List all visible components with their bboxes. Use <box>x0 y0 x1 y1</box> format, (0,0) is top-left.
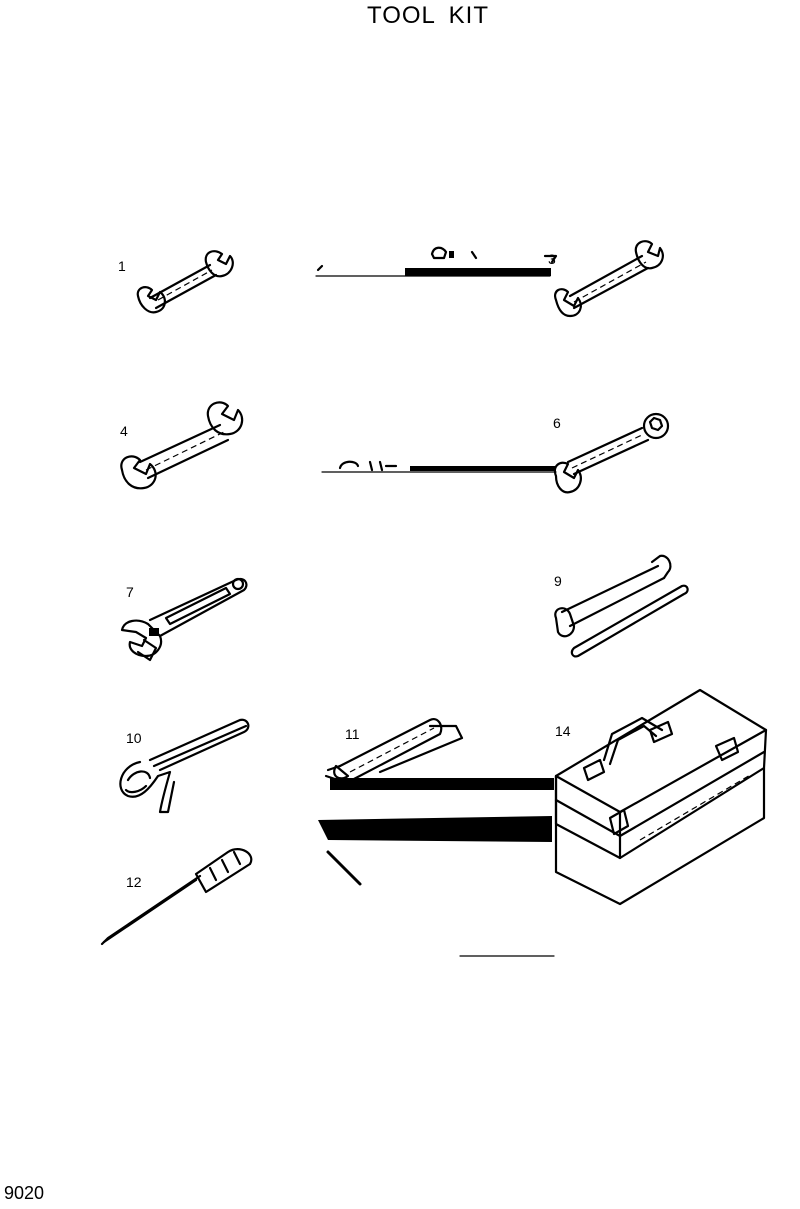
grease-gun-icon <box>324 718 554 790</box>
item-number-1: 1 <box>118 258 126 274</box>
item-number-7: 7 <box>126 584 134 600</box>
strap-wrench-icon <box>119 718 250 814</box>
adjustable-wrench-icon <box>120 577 248 662</box>
item-number-4: 4 <box>120 423 128 439</box>
item-number-9: 9 <box>554 573 562 589</box>
double-open-end-wrench-icon <box>554 240 664 318</box>
scan-artifact <box>321 460 557 473</box>
item-number-12: 12 <box>126 874 142 890</box>
page-code: 9020 <box>4 1183 45 1203</box>
scan-artifact <box>318 816 555 957</box>
screwdriver-icon <box>100 848 253 946</box>
combination-wrench-icon <box>553 412 670 494</box>
double-open-end-wrench-icon <box>136 250 234 314</box>
tool-box-icon <box>554 688 768 906</box>
item-number-3: 3 <box>548 251 556 267</box>
item-number-10: 10 <box>126 730 142 746</box>
double-open-end-wrench-icon <box>120 401 244 490</box>
socket-wrench-with-bar-icon <box>554 554 689 658</box>
page-title: TOOL KIT <box>366 2 490 29</box>
scan-artifact <box>315 246 558 277</box>
item-number-11: 11 <box>345 726 360 742</box>
item-number-6: 6 <box>553 415 561 431</box>
item-number-14: 14 <box>555 723 571 739</box>
